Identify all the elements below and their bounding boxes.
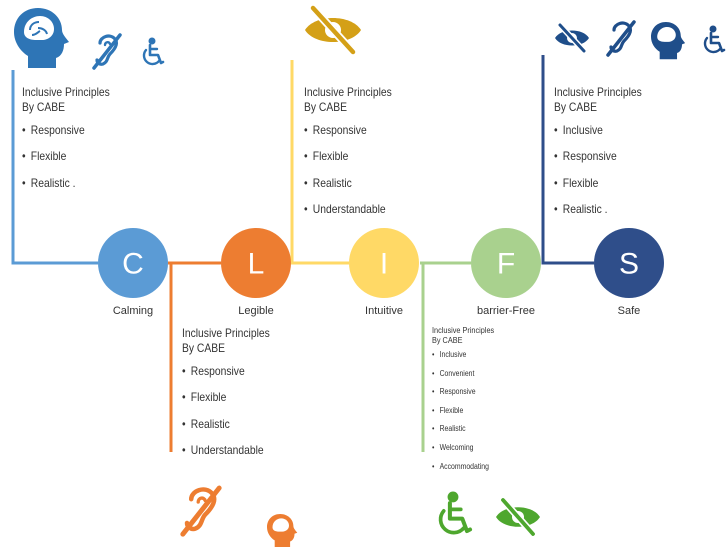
list-item: Realistic bbox=[432, 423, 494, 442]
list-item: Inclusive bbox=[554, 121, 642, 147]
safe-icons bbox=[555, 20, 726, 60]
letter-f: F bbox=[497, 248, 515, 281]
connector-lines bbox=[11, 55, 594, 452]
list-item: Responsive bbox=[22, 121, 110, 147]
letter-i: I bbox=[380, 248, 388, 281]
calming-icons bbox=[14, 8, 165, 70]
eye-slash-icon bbox=[555, 22, 589, 54]
list-item: Flexible bbox=[304, 147, 392, 173]
circle-l bbox=[221, 228, 291, 298]
wheelchair-icon bbox=[142, 36, 165, 66]
list-item: Responsive bbox=[554, 147, 642, 173]
head-brain-icon bbox=[14, 8, 69, 68]
letter-s: S bbox=[619, 248, 639, 281]
circle-c bbox=[98, 228, 168, 298]
caption-calming: Calming bbox=[112, 305, 154, 317]
intuitive-icons bbox=[305, 5, 361, 55]
list-item: Understandable bbox=[304, 200, 392, 226]
list-item: Realistic . bbox=[22, 174, 110, 200]
list-item: Responsive bbox=[182, 362, 270, 388]
wheelchair-icon bbox=[703, 24, 726, 54]
list-item: Flexible bbox=[432, 405, 494, 424]
caption-barrier-free: barrier-Free bbox=[476, 305, 536, 317]
list-item: Accommodating bbox=[432, 461, 494, 480]
eye-slash-icon bbox=[305, 5, 361, 55]
list-item: Responsive bbox=[432, 386, 494, 405]
list-item: Realistic bbox=[304, 174, 392, 200]
calming-connector bbox=[11, 70, 98, 265]
list-item: Flexible bbox=[554, 174, 642, 200]
intuitive-list: Responsive Flexible Realistic Understand… bbox=[304, 121, 406, 226]
eye-slash-icon bbox=[496, 497, 540, 537]
letter-c: C bbox=[122, 248, 144, 281]
hearing-icon bbox=[606, 20, 636, 57]
caption-intuitive: Intuitive bbox=[365, 305, 403, 317]
barrier-free-icons bbox=[441, 492, 540, 537]
letter-circles: C L I F S bbox=[98, 228, 664, 298]
calming-list: Responsive Flexible Realistic . bbox=[22, 121, 124, 200]
head-brain-icon bbox=[651, 22, 686, 60]
hearing-icon bbox=[92, 33, 122, 70]
circle-s bbox=[594, 228, 664, 298]
list-item: Flexible bbox=[182, 388, 270, 414]
letter-l: L bbox=[248, 248, 265, 281]
circle-i bbox=[349, 228, 419, 298]
caption-legible: Legible bbox=[238, 305, 274, 317]
list-item: Welcoming bbox=[432, 442, 494, 461]
list-item: Inclusive bbox=[432, 349, 494, 368]
legible-icons bbox=[180, 485, 298, 547]
caption-safe: Safe bbox=[617, 305, 641, 317]
list-item: Realistic . bbox=[554, 200, 642, 226]
hearing-icon bbox=[180, 485, 222, 537]
list-item: Convenient bbox=[432, 368, 494, 387]
list-item: Understandable bbox=[182, 441, 270, 467]
list-item: Responsive bbox=[304, 121, 392, 147]
barrier-free-list: Inclusive Convenient Responsive Flexible… bbox=[432, 349, 504, 479]
safe-list: Inclusive Responsive Flexible Realistic … bbox=[554, 121, 656, 226]
circle-f bbox=[471, 228, 541, 298]
safe-connector bbox=[541, 55, 594, 265]
wheelchair-icon bbox=[441, 492, 470, 532]
head-brain-icon bbox=[267, 514, 298, 547]
intuitive-connector bbox=[290, 60, 349, 265]
list-item: Flexible bbox=[22, 147, 110, 173]
legible-list: Responsive Flexible Realistic Understand… bbox=[182, 362, 284, 467]
list-item: Realistic bbox=[182, 415, 270, 441]
